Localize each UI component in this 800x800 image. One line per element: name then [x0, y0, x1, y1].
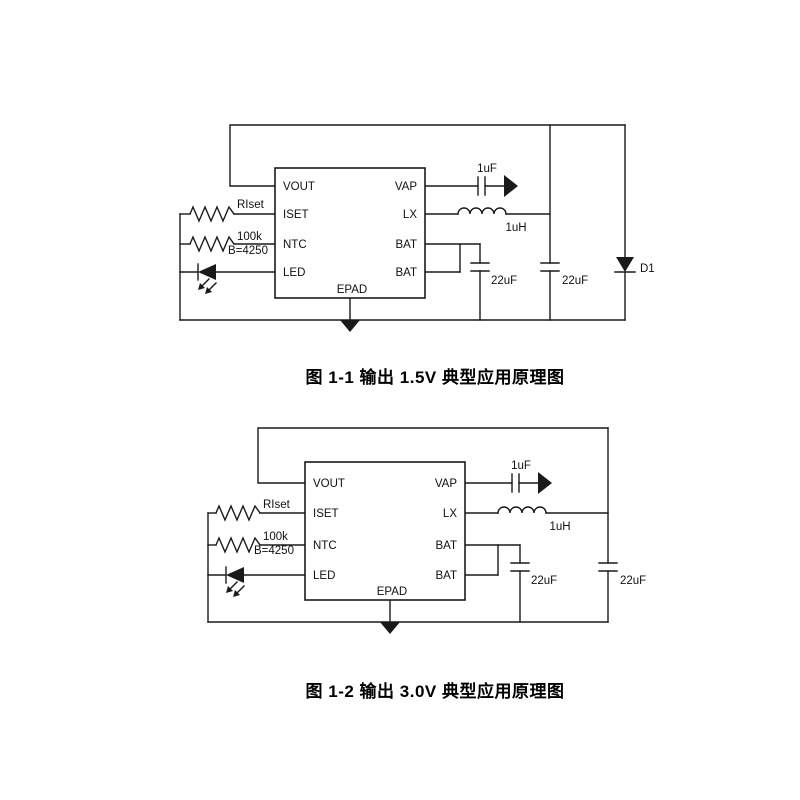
ic-chip — [304, 461, 466, 601]
figure-1-2-caption: 图 1-2 输出 3.0V 典型应用原理图 — [305, 682, 565, 701]
ntc-value-label: 100k — [263, 531, 288, 543]
earth-ground-icon — [504, 175, 518, 197]
figure-1-2-schematic: VOUT ISET NTC LED VAP LX BAT BAT EPAD RI… — [207, 427, 646, 634]
capacitor-1uf-label: 1uF — [477, 163, 497, 175]
pin-label-epad: EPAD — [337, 284, 367, 296]
pin-label-bat2: BAT — [435, 570, 457, 582]
inductor-1uh — [457, 207, 507, 215]
pin-label-lx: LX — [443, 508, 457, 520]
pin-label-ntc: NTC — [283, 239, 307, 251]
pin-label-lx: LX — [403, 209, 417, 221]
capacitor-22uf-out — [598, 562, 618, 572]
fig2-wires — [207, 427, 609, 623]
capacitor-22uf-out-label: 22uF — [562, 275, 588, 287]
capacitor-22uf-out — [540, 262, 560, 272]
figure-1-1-schematic: VOUT ISET NTC LED VAP LX BAT BAT EPAD RI… — [179, 124, 655, 332]
capacitor-1uf-label: 1uF — [511, 460, 531, 472]
pin-label-vap: VAP — [435, 478, 457, 490]
resistor-riset — [189, 205, 235, 223]
diode-d1-label: D1 — [640, 263, 655, 275]
inductor-1uh-label: 1uH — [549, 521, 570, 533]
inductor-1uh-label: 1uH — [505, 222, 526, 234]
capacitor-1uf — [511, 473, 520, 493]
pin-label-vout: VOUT — [283, 181, 315, 193]
led-diode — [197, 263, 217, 294]
pin-label-led: LED — [313, 570, 335, 582]
capacitor-22uf-out-label: 22uF — [620, 575, 646, 587]
resistor-ntc — [189, 235, 235, 253]
capacitor-22uf-bat — [510, 562, 530, 572]
led-diode — [225, 566, 245, 597]
capacitor-22uf-bat-label: 22uF — [531, 575, 557, 587]
pin-label-vap: VAP — [395, 181, 417, 193]
pin-label-led: LED — [283, 267, 305, 279]
capacitor-22uf-bat — [470, 262, 490, 272]
fig1-wires — [179, 124, 626, 321]
resistor-riset — [215, 504, 261, 522]
pin-label-ntc: NTC — [313, 540, 337, 552]
ic-chip — [274, 167, 426, 299]
ground-icon — [380, 622, 400, 634]
figure-1-1-caption: 图 1-1 输出 1.5V 典型应用原理图 — [305, 368, 565, 387]
inductor-1uh — [497, 506, 547, 514]
resistor-ntc — [215, 536, 261, 554]
resistor-riset-label: RIset — [237, 199, 265, 211]
ntc-value-label: 100k — [237, 231, 262, 243]
pin-label-iset: ISET — [313, 508, 339, 520]
capacitor-1uf — [477, 176, 486, 196]
ntc-beta-label: B=4250 — [254, 545, 294, 557]
resistor-riset-label: RIset — [263, 499, 291, 511]
capacitor-22uf-bat-label: 22uF — [491, 275, 517, 287]
pin-label-iset: ISET — [283, 209, 309, 221]
diode-d1 — [614, 257, 636, 273]
ground-icon — [340, 320, 360, 332]
earth-ground-icon — [538, 472, 552, 494]
pin-label-vout: VOUT — [313, 478, 345, 490]
pin-label-bat2: BAT — [395, 267, 417, 279]
pin-label-bat1: BAT — [435, 540, 457, 552]
pin-label-bat1: BAT — [395, 239, 417, 251]
pin-label-epad: EPAD — [377, 586, 407, 598]
ntc-beta-label: B=4250 — [228, 245, 268, 257]
